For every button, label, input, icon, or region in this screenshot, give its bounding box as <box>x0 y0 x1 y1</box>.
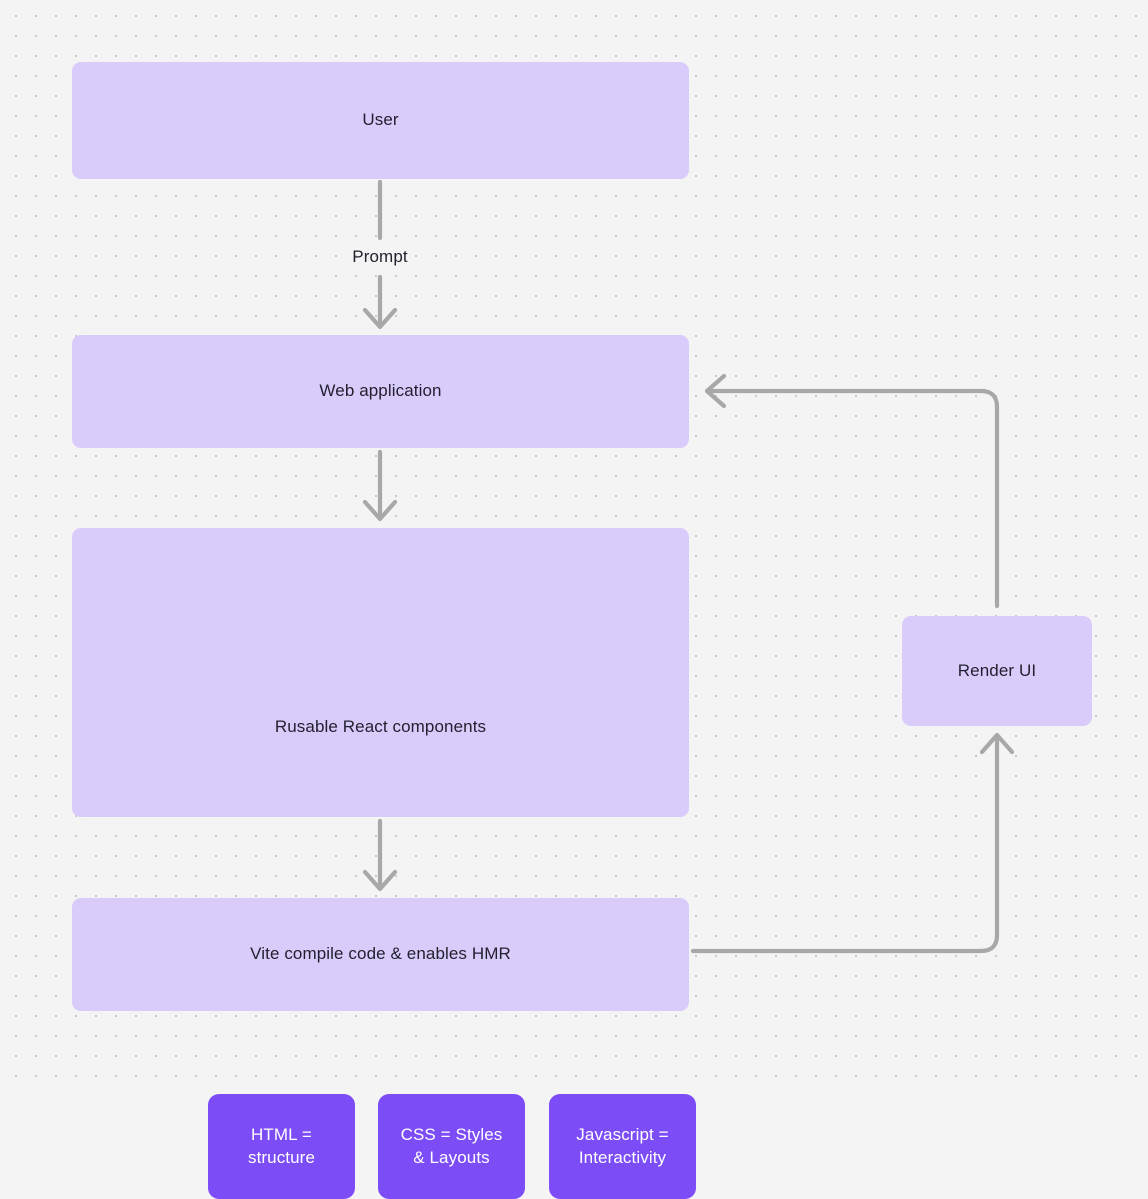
arrowhead-down <box>362 307 398 330</box>
arrowhead-down <box>362 499 398 522</box>
node-css[interactable]: CSS = Styles & Layouts <box>378 1094 525 1199</box>
node-user[interactable]: User <box>72 62 689 179</box>
arrowhead-left <box>704 373 727 409</box>
arrowhead-up <box>979 732 1015 755</box>
node-react-components-group[interactable]: HTML = structure CSS = Styles & Layouts … <box>72 528 696 1199</box>
node-react-components-caption: Rusable React components <box>274 717 487 736</box>
edge-components-to-vite <box>362 818 398 892</box>
edge-label-prompt: Prompt <box>352 247 408 266</box>
node-css-label: CSS = Styles & Layouts <box>400 1124 503 1167</box>
edge-render-to-webapp <box>704 373 1000 609</box>
edge-segment <box>690 734 1000 954</box>
node-javascript-label: Javascript = Interactivity <box>576 1124 669 1167</box>
node-render-ui[interactable]: Render UI <box>902 616 1092 726</box>
edge-segment <box>706 388 1000 609</box>
node-vite-label: Vite compile code & enables HMR <box>250 944 511 964</box>
arrowhead-down <box>362 869 398 892</box>
node-javascript[interactable]: Javascript = Interactivity <box>549 1094 696 1199</box>
node-web-application[interactable]: Web application <box>72 335 689 448</box>
node-html[interactable]: HTML = structure <box>208 1094 355 1199</box>
edge-vite-to-render <box>690 732 1015 954</box>
node-render-ui-label: Render UI <box>957 660 1037 680</box>
node-user-label: User <box>362 110 399 130</box>
edge-webapp-to-components <box>362 449 398 522</box>
node-vite[interactable]: Vite compile code & enables HMR <box>72 898 689 1011</box>
node-html-label: HTML = structure <box>247 1124 316 1167</box>
node-web-application-label: Web application <box>319 381 442 401</box>
